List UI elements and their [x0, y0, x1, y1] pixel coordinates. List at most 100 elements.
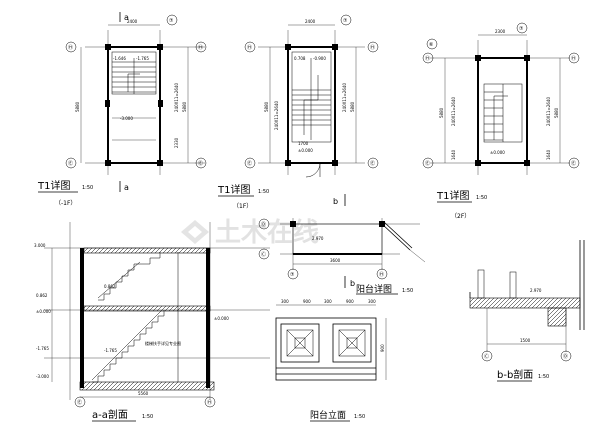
dim-left-3: 1640 — [451, 149, 456, 160]
plan-scale: 1:50 — [258, 189, 269, 195]
dim-left-2: 240X11=2640 — [274, 101, 279, 130]
level-2: -0.900 — [313, 56, 326, 61]
axis-bubble: ⑦ — [343, 18, 348, 24]
dim: 300 — [368, 299, 376, 304]
axis-bubble: Ⓔ — [370, 160, 375, 167]
axis-bubble: Ⓒ — [261, 251, 266, 258]
level-1: 3.000 — [34, 243, 46, 248]
axis-bubble: Ⓗ — [68, 44, 73, 51]
dim-right-2: 240X11=2640 — [546, 97, 551, 126]
balcony-plan-scale: 1:50 — [402, 288, 413, 294]
watermark: 土木在线 — [181, 218, 319, 248]
dim-right: 5880 — [554, 107, 559, 118]
balcony-elev-scale: 1:50 — [354, 414, 365, 420]
level-6: ±0.000 — [214, 316, 229, 321]
axis-bubble: Ⓔ — [247, 160, 252, 167]
level: 2.970 — [530, 288, 542, 293]
axis-bubble: ⑦ — [169, 18, 174, 24]
plan-level: （1F） — [233, 203, 252, 210]
level-3: -3.000 — [120, 116, 133, 121]
axis-bubble: Ⓔ — [77, 399, 82, 406]
dim: 3600 — [330, 258, 341, 263]
level-3: ±0.000 — [36, 309, 51, 314]
plan-2f: 2300 5880 240X11=2640 1640 5880 240X11=2… — [422, 22, 580, 220]
section-bb: 1500 2.970 Ⓒ Ⓓ b-b剖面 1:50 — [469, 240, 585, 382]
axis-bubble: Ⓓ — [261, 221, 266, 228]
dim: 900 — [303, 299, 311, 304]
axis-bubble: Ⓔ — [198, 160, 203, 167]
balcony-plan-title: 阳台详图 — [356, 283, 392, 295]
dim-total: 5560 — [138, 391, 149, 396]
level-1: ±0.000 — [490, 150, 505, 155]
axis-bubble: Ⓗ — [207, 399, 212, 406]
dim-top: 2400 — [127, 19, 138, 24]
level-1: 0.708 — [294, 56, 306, 61]
axis-bubble: Ⓒ — [484, 353, 489, 360]
plan-scale: 1:50 — [476, 195, 487, 201]
plan-title: T1详图 — [436, 189, 469, 202]
balcony-plan: 2.970 3600 Ⓓ Ⓒ ⑦ Ⓗ 阳台详图 1:50 — [258, 218, 426, 295]
plan-title: T1详图 — [37, 179, 70, 192]
plan-1f: 2400 5880 240X11=2640 5880 240X11=2640 0… — [217, 14, 379, 210]
level-4: -1.765 — [36, 346, 49, 351]
section-mark-b: b — [350, 279, 355, 288]
dim-left: 5880 — [75, 101, 80, 112]
note: 楼梯扶手详见专业图 — [145, 340, 181, 346]
dim: 300 — [281, 299, 289, 304]
level-1: -1.646 — [113, 56, 126, 61]
section-mark-a: a — [124, 13, 129, 22]
section-mark-a: a — [124, 183, 129, 192]
plan-level: （-1F） — [55, 200, 76, 207]
axis-bubble: Ⓗ — [571, 55, 576, 62]
section-scale: 1:50 — [142, 414, 153, 420]
dim-left: 5880 — [264, 101, 269, 112]
section-marker-b: b b — [333, 194, 355, 288]
level: 2.970 — [312, 236, 324, 241]
dim-right-3: 1640 — [546, 149, 551, 160]
dim-right: 5880 — [350, 101, 355, 112]
dim: 1500 — [520, 338, 531, 343]
section-aa: 3.000 0.862 ±0.000 -1.765 -3.000 ±0.000 … — [34, 222, 270, 422]
axis-bubble: Ⓗ — [370, 44, 375, 51]
axis-bubble: Ⓔ — [68, 160, 73, 167]
section-bb-title: b-b剖面 — [497, 368, 533, 381]
level-8: -1.765 — [104, 348, 117, 353]
level-3: ±0.000 — [298, 148, 313, 153]
level-2: 0.862 — [36, 293, 48, 298]
level-5: -3.000 — [36, 374, 49, 379]
door-dim: 1700 — [298, 141, 309, 146]
axis-bubble: ⑦ — [290, 272, 295, 278]
balcony-elev-title: 阳台立面 — [310, 409, 346, 421]
dim-right-3: 2330 — [174, 137, 179, 148]
section-mark-b: b — [333, 197, 338, 206]
axis-bubble: Ⓗ — [379, 271, 384, 278]
level-2: -1.765 — [136, 56, 149, 61]
section-title: a-a剖面 — [92, 408, 128, 421]
axis-bubble: Ⓓ — [563, 353, 568, 360]
axis-bubble: Ⓔ — [571, 160, 576, 167]
axis-bubble: ⑥ — [429, 42, 434, 48]
balcony-elevation: 300 900 300 900 300 900 阳台立面 1:50 — [275, 299, 387, 422]
axis-bubble: Ⓔ — [425, 160, 430, 167]
plan-minus1f: 2400 5880 5880 240X11=2640 2330 -1.646 -… — [37, 12, 207, 207]
dim-left: 5880 — [439, 107, 444, 118]
axis-bubble: Ⓗ — [247, 44, 252, 51]
dim: 300 — [324, 299, 332, 304]
height: 900 — [380, 344, 385, 352]
dim: 900 — [346, 299, 354, 304]
axis-bubble: Ⓗ — [425, 55, 430, 62]
watermark-text: 土木在线 — [215, 218, 319, 248]
level-7: 0.862 — [104, 284, 116, 289]
axis-bubble: ⑦ — [519, 26, 524, 32]
dim-top: 2300 — [495, 29, 506, 34]
dim-right-2: 240X11=2640 — [174, 83, 179, 112]
plan-title: T1详图 — [217, 183, 250, 196]
plan-scale: 1:50 — [82, 185, 93, 191]
plan-level: （2F） — [451, 213, 470, 220]
axis-bubble: Ⓗ — [198, 44, 203, 51]
dim-left-2: 240X11=2640 — [451, 97, 456, 126]
section-bb-scale: 1:50 — [538, 374, 549, 380]
dim-right-2: 240X11=2640 — [342, 83, 347, 112]
dim-right: 5880 — [182, 101, 187, 112]
